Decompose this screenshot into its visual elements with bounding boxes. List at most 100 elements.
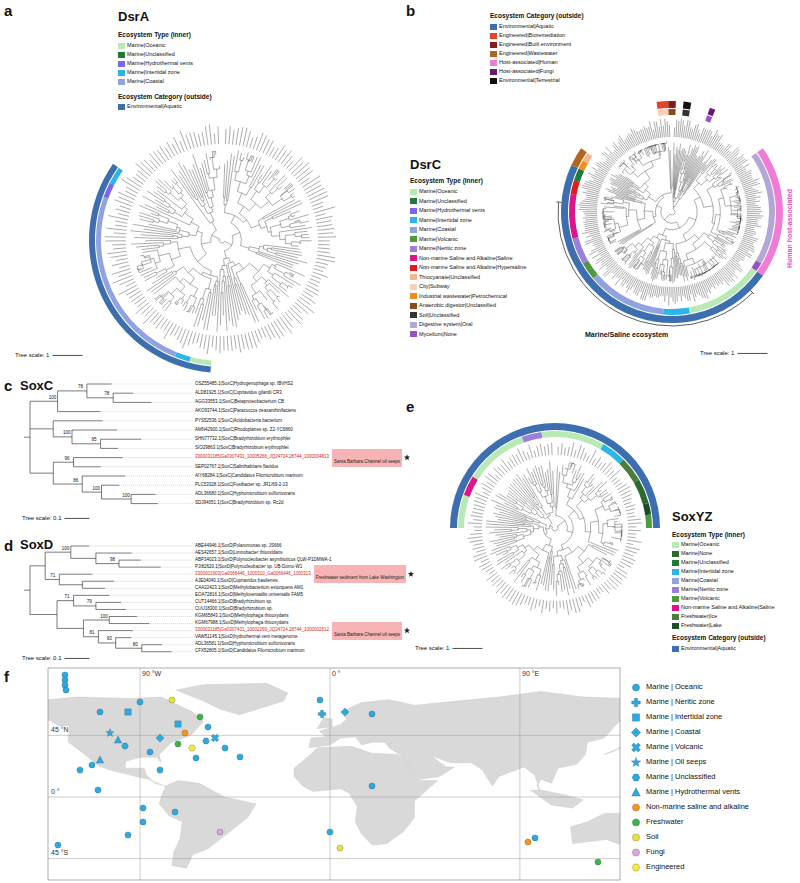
bootstrap-value: 71 xyxy=(65,595,70,600)
leaf-label: KGM65843.1|SoxD|Methylophaga thiooxydans xyxy=(195,614,288,619)
legend-label: Marine|Unclassified xyxy=(419,198,467,204)
legend-label: Engineered xyxy=(646,863,684,872)
legend-label: Non-marine saline and alkaline xyxy=(646,803,749,812)
leaf-label: KGM67988.1|SoxD|Methylophaga thiooxydans xyxy=(195,621,288,626)
legend-label: Host-associated|Human xyxy=(499,59,558,65)
leaf-label: SIO29863.1|SoxC|Bradyrhizobium erythroph… xyxy=(195,446,288,451)
legend-label: Marine | Neritic zone xyxy=(646,698,715,707)
legend-label: Host-associated|Fungi xyxy=(499,68,554,74)
tree-branches xyxy=(131,151,312,332)
tree-branches xyxy=(24,546,172,652)
legend-symbol xyxy=(632,834,639,841)
legend-label: Soil|Unclassified xyxy=(419,312,459,318)
bootstrap-value: 96 xyxy=(65,457,70,462)
legend-swatch xyxy=(410,236,417,242)
leaf-label: AKO93744.1|SoxC|Paracoccus zeaxanthinifa… xyxy=(195,409,296,414)
scale-bar xyxy=(64,518,89,519)
habitat-text: Freshwater sediment from Lake Washington xyxy=(316,575,404,580)
legend-swatch xyxy=(410,322,417,328)
legend-heading: Ecosystem Category (outside) xyxy=(118,93,212,100)
star-mark xyxy=(404,454,410,460)
land xyxy=(48,697,203,786)
legend-swatch xyxy=(410,246,417,252)
legend-swatch xyxy=(672,596,679,602)
legend-heading: Ecosystem Type (inner) xyxy=(118,31,191,38)
leaf-label-marks xyxy=(578,119,763,306)
map-frame xyxy=(48,668,620,880)
sample-marker xyxy=(156,734,164,742)
sample-marker xyxy=(172,809,178,815)
leader-dots xyxy=(100,384,193,504)
legend-label: Non-marine Saline and Alkaline|Hypersali… xyxy=(419,264,526,270)
inner-ring xyxy=(643,503,651,515)
legend-label: Mycelium|None xyxy=(419,331,457,337)
bootstrap-value: 79 xyxy=(87,600,92,605)
legend-label: Marine|None xyxy=(681,550,712,556)
leaf-label: AMN42900.1|SoxC|Rhodoplanes sp. Z2-YC686… xyxy=(195,428,293,433)
legend-swatch xyxy=(490,78,497,84)
sample-marker xyxy=(157,767,163,773)
leaf-label: ABE44946.1|SoxD|Polaromonas sp. JS666 xyxy=(195,544,281,549)
legend-label: Environmental|Aquatic xyxy=(499,23,554,29)
sample-marker xyxy=(95,787,101,793)
legend-heading: Ecosystem Category (outside) xyxy=(490,12,584,19)
panel-title: DsrA xyxy=(118,10,149,25)
leaf-label-marks xyxy=(105,125,337,354)
bootstrap-value: 71 xyxy=(50,574,55,579)
legend-label: Freshwater|Ice xyxy=(681,613,717,619)
sample-marker xyxy=(209,732,220,743)
outer-ring xyxy=(450,423,660,528)
sample-marker xyxy=(114,736,121,743)
sample-marker xyxy=(369,711,375,717)
star-mark xyxy=(408,571,414,577)
legend-label: Engineered|Bioremediation xyxy=(499,32,565,38)
panel-title: SoxD xyxy=(20,538,53,553)
outer-ring xyxy=(561,165,763,323)
scale-bar xyxy=(64,658,89,659)
leaf-label: SDJ94051.1|SoxC|Bradyrhizobium sp. Rc2d xyxy=(195,501,283,506)
legend-swatch xyxy=(672,646,679,652)
leaf-label: EOA72816.1|SoxD|Methyloversatilis univer… xyxy=(195,593,303,598)
outer-ring xyxy=(757,148,783,275)
bootstrap-value: 86 xyxy=(73,479,78,484)
leaf-label: ADL36581.1|SoxD|Hyphomicrobium sulfonivo… xyxy=(195,642,295,647)
inner-ring xyxy=(658,109,669,116)
legend-symbol xyxy=(632,788,641,796)
legend-heading: Ecosystem Category (outside) xyxy=(672,634,766,641)
bootstrap-value: 78 xyxy=(78,385,83,390)
world-map xyxy=(48,668,620,880)
tree-scale: Tree scale: 1 xyxy=(415,645,449,652)
tree-scale: Tree scale: 0.1 xyxy=(22,515,61,522)
legend-swatch xyxy=(118,52,125,58)
sample-marker xyxy=(532,835,538,841)
sample-marker xyxy=(89,762,95,768)
legend-label: Fungi xyxy=(646,848,665,857)
leaf-label: AES42657.1|SoxD|Limnobacter thiooxidans xyxy=(195,551,282,556)
legend-swatch xyxy=(410,227,417,233)
legend-swatch xyxy=(410,293,417,299)
tree-scale: Tree scale: 1 xyxy=(15,352,49,359)
legend-symbol xyxy=(632,864,640,871)
legend-label: Marine | Volcanic xyxy=(646,743,703,752)
sample-marker xyxy=(193,755,199,761)
legend-label: Marine | Oceanic xyxy=(646,683,703,692)
legend-swatch xyxy=(490,42,497,48)
bootstrap-value: 100 xyxy=(122,494,130,499)
sample-marker xyxy=(122,743,129,749)
legend-swatch xyxy=(672,542,679,548)
bootstrap-value: 100 xyxy=(49,396,57,401)
leaf-label: ADL36680.1|SoxC|Hyphomicrobium sulfonivo… xyxy=(195,492,295,497)
leaf-label: 3300031185|Ga0307431_10005266_JQ24724.28… xyxy=(195,455,329,460)
sample-marker xyxy=(63,687,69,693)
legend-label: Engineered|Wastewater xyxy=(499,50,557,56)
sample-marker xyxy=(175,721,181,727)
sample-marker xyxy=(197,714,203,720)
sample-marker xyxy=(369,783,375,789)
legend-label: Environmental|Terrestrial xyxy=(499,77,560,83)
legend-label: Marine|Unclassified xyxy=(127,51,175,57)
legend-symbol xyxy=(632,714,639,721)
land xyxy=(159,781,256,869)
leaf-label: PJI82620.1|SoxD|Polynucleobacter sp. UB-… xyxy=(195,565,302,570)
sample-marker xyxy=(97,709,103,715)
legend-label: Marine|Oceanic xyxy=(419,188,457,194)
